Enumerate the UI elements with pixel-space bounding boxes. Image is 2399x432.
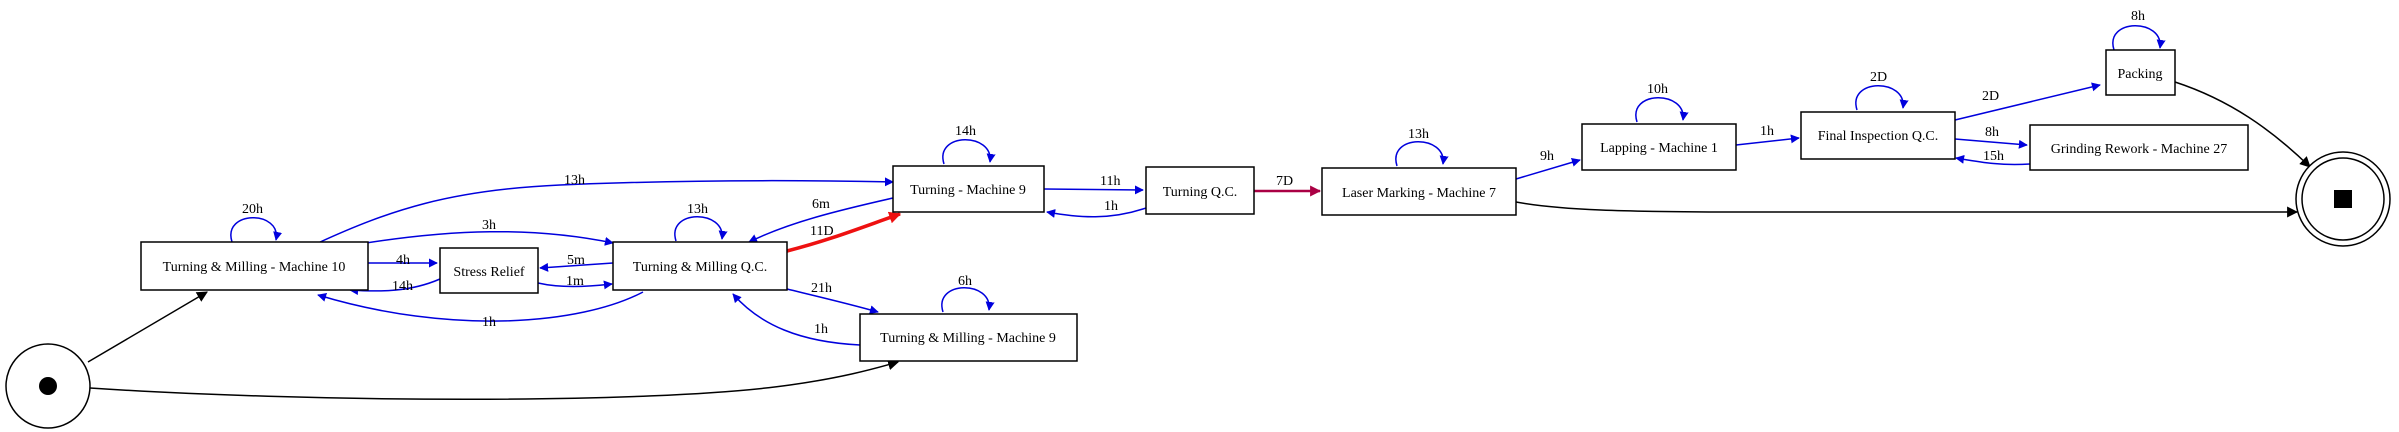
edge-start-to-tm9 [89, 359, 900, 400]
node-label: Turning & Milling - Machine 9 [880, 331, 1056, 346]
node-turning-qc[interactable]: Turning Q.C. [1145, 166, 1255, 215]
end-node[interactable] [2295, 151, 2391, 247]
edge-label-tmqc-t9: 11D [810, 224, 834, 239]
edge-label-tm10-tmqc: 3h [482, 218, 496, 233]
node-label: Turning - Machine 9 [910, 183, 1026, 198]
node-label: Turning & Milling Q.C. [633, 260, 767, 275]
node-label: Stress Relief [453, 265, 524, 280]
node-label: Packing [2117, 67, 2162, 82]
edge-label-laser-self: 13h [1408, 127, 1429, 142]
edge-tqc-to-t9 [1046, 207, 1147, 218]
edge-grind-to-final [1955, 154, 2031, 166]
edge-label-tm9-tmqc: 1h [814, 322, 828, 337]
loop-tmqc [674, 216, 728, 242]
node-turning-machine-9[interactable]: Turning - Machine 9 [892, 165, 1045, 213]
edge-label-t9-self: 14h [955, 124, 976, 139]
node-label: Turning & Milling - Machine 10 [163, 260, 346, 275]
node-grinding-rework-machine-27[interactable]: Grinding Rework - Machine 27 [2029, 124, 2249, 171]
edge-label-tmqc-tm10: 1h [482, 315, 496, 330]
node-turning-milling-machine-10[interactable]: Turning & Milling - Machine 10 [140, 241, 369, 291]
node-turning-milling-qc[interactable]: Turning & Milling Q.C. [612, 241, 788, 291]
edge-final-to-pack [1954, 82, 2101, 121]
edge-label-grind-final: 15h [1983, 149, 2004, 164]
edge-tm10-to-tmqc [365, 230, 614, 246]
edge-label-tqc-t9: 1h [1104, 199, 1118, 214]
edge-laser-to-lap [1515, 157, 1581, 180]
edge-tmqc-to-t9-highlight [786, 211, 902, 253]
edge-tm10-to-t9 [317, 177, 894, 244]
edge-label-stress-tm10: 14h [392, 279, 413, 294]
node-label: Turning Q.C. [1163, 185, 1238, 200]
end-square-icon [2334, 190, 2352, 208]
edge-label-lap-final: 1h [1760, 124, 1774, 139]
node-final-inspection-qc[interactable]: Final Inspection Q.C. [1800, 111, 1956, 160]
edge-label-t9-tmqc: 6m [812, 197, 830, 212]
edge-label-tm10-stress: 4h [396, 253, 410, 268]
edge-tm9-to-tmqc [732, 293, 861, 346]
edge-label-final-grind: 8h [1985, 125, 1999, 140]
edge-label-tmqc-tm9: 21h [811, 281, 832, 296]
edge-label-t9-tqc: 11h [1100, 174, 1120, 189]
edge-label-tm10-self: 20h [242, 202, 263, 217]
edge-label-final-self: 2D [1870, 70, 1887, 85]
start-node[interactable] [5, 343, 91, 429]
loop-pack [2112, 25, 2166, 51]
node-turning-milling-machine-9[interactable]: Turning & Milling - Machine 9 [859, 313, 1078, 362]
loop-tm10 [230, 217, 282, 243]
edge-label-laser-lap: 9h [1540, 149, 1554, 164]
node-label: Laser Marking - Machine 7 [1342, 186, 1496, 201]
edge-stress-to-tmqc [537, 280, 613, 290]
edge-start-to-tm10 [87, 291, 208, 363]
loop-laser [1395, 141, 1449, 167]
edge-label-stress-tmqc: 1m [566, 274, 584, 289]
start-dot-icon [39, 377, 57, 395]
edge-pack-to-end [2174, 81, 2311, 168]
node-stress-relief[interactable]: Stress Relief [439, 247, 539, 294]
loop-lap [1635, 97, 1689, 123]
node-label: Lapping - Machine 1 [1600, 141, 1718, 156]
edge-tmqc-to-tm9 [786, 288, 879, 315]
edge-lap-to-final [1735, 134, 1800, 146]
edge-label-lap-self: 10h [1647, 82, 1668, 97]
edge-label-tm9-self: 6h [958, 274, 972, 289]
edge-t9-to-tqc [1043, 185, 1144, 195]
edge-label-tqc-laser: 7D [1276, 174, 1293, 189]
node-label: Final Inspection Q.C. [1818, 129, 1939, 144]
edge-tmqc-to-stress [539, 262, 614, 272]
node-label: Grinding Rework - Machine 27 [2051, 142, 2228, 157]
node-laser-marking-machine-7[interactable]: Laser Marking - Machine 7 [1321, 167, 1517, 216]
node-packing[interactable]: Packing [2105, 49, 2176, 96]
edge-label-pack-self: 8h [2131, 9, 2145, 24]
edge-final-to-grind [1954, 138, 2028, 149]
node-lapping-machine-1[interactable]: Lapping - Machine 1 [1581, 123, 1737, 171]
loop-final [1855, 85, 1909, 111]
edge-laser-to-end [1515, 201, 2299, 218]
edge-label-final-pack: 2D [1982, 89, 1999, 104]
loop-tm9 [941, 287, 995, 313]
edge-tmqc-to-tm10 [317, 291, 644, 322]
edge-label-tmqc-self: 13h [687, 202, 708, 217]
loop-t9 [942, 139, 996, 165]
edge-t9-to-tmqc [748, 197, 894, 243]
edge-label-tm10-t9: 13h [564, 173, 585, 188]
edge-label-tmqc-stress: 5m [567, 253, 585, 268]
